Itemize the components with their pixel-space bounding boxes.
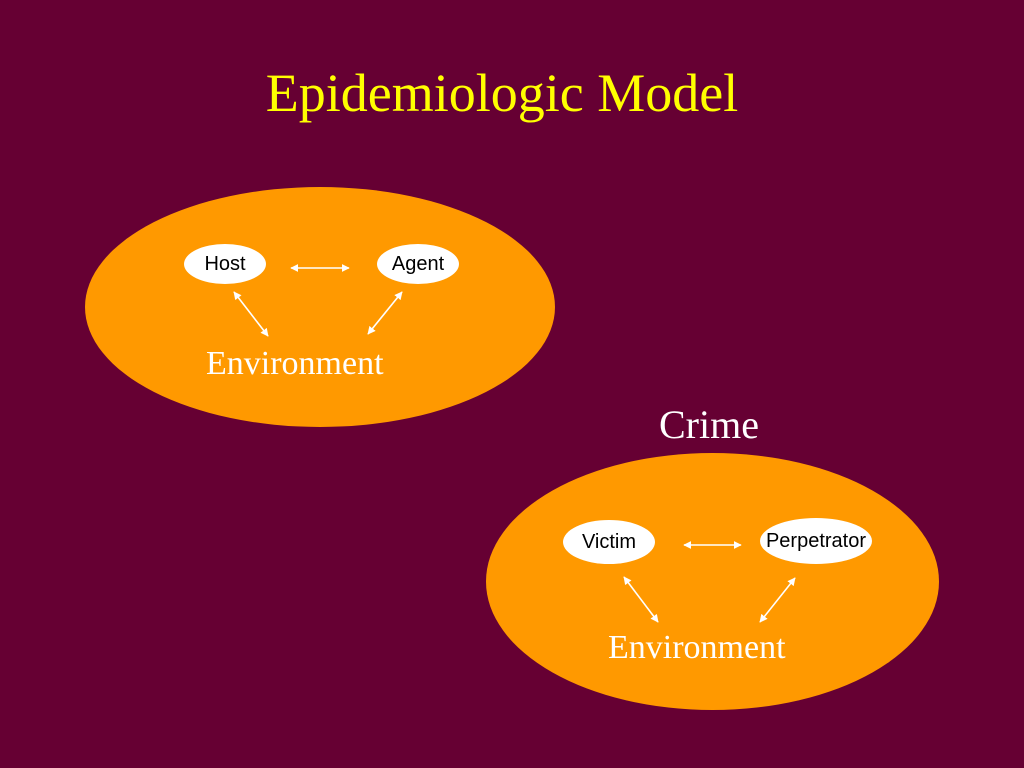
host-node: Host: [184, 244, 266, 284]
perpetrator-node: Perpetrator: [760, 518, 872, 564]
victim-node: Victim: [563, 520, 655, 564]
epidemiologic-model-blob: [85, 187, 555, 427]
environment-label-top: Environment: [206, 345, 384, 382]
agent-node: Agent: [377, 244, 459, 284]
environment-label-bottom: Environment: [608, 629, 786, 666]
slide-title: Epidemiologic Model: [265, 63, 739, 123]
crime-model-blob: [486, 453, 939, 710]
crime-heading: Crime: [659, 402, 759, 447]
